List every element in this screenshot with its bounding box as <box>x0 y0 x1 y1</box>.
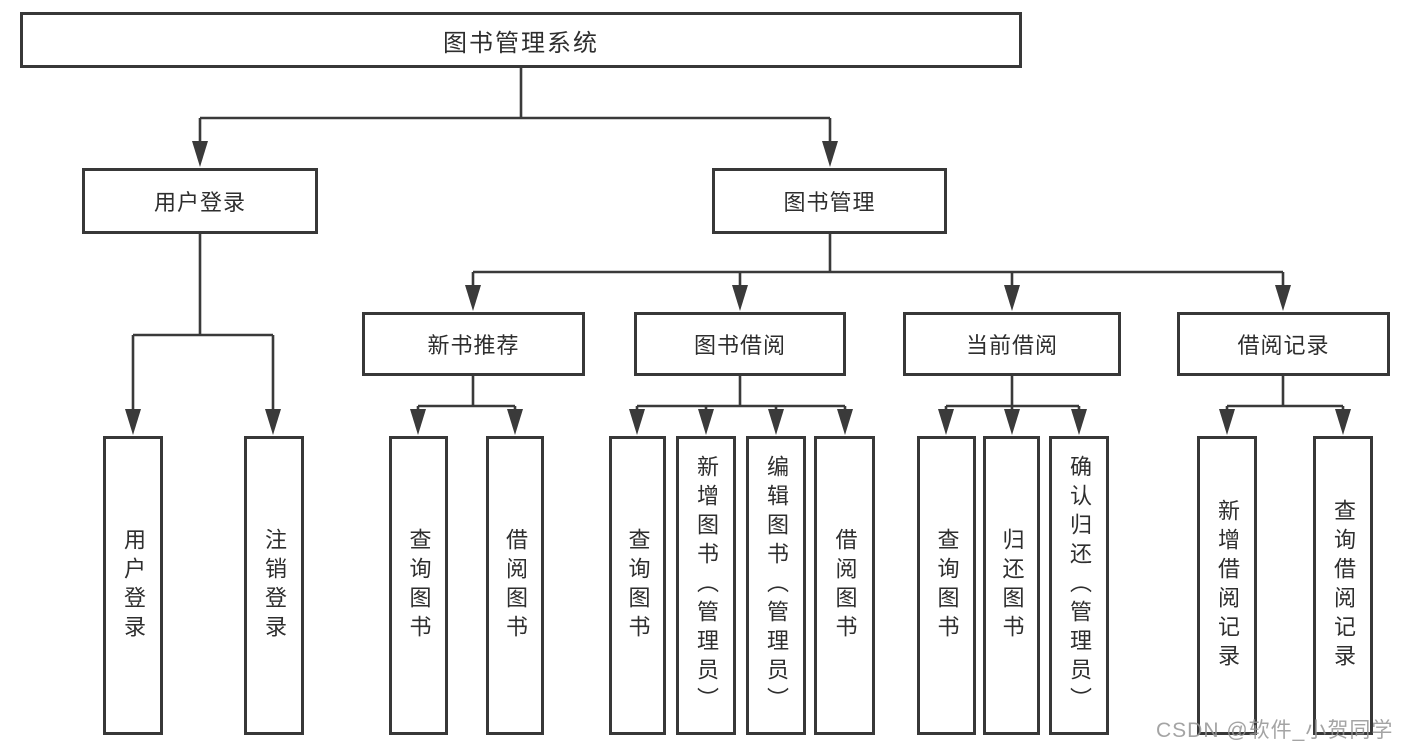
leaf-borrow-books-recommend: 借阅图书 <box>486 436 544 735</box>
leaf-logout: 注销登录 <box>244 436 304 735</box>
leaf-add-borrow-record: 新增借阅记录 <box>1197 436 1257 735</box>
node-current-borrowing: 当前借阅 <box>903 312 1121 376</box>
leaf-edit-books-admin-label: 编辑图书（管理员） <box>764 455 789 716</box>
node-new-book-recommend-label: 新书推荐 <box>427 333 520 358</box>
leaf-query-borrow-record-label: 查询借阅记录 <box>1331 498 1356 673</box>
leaf-borrow-books-label: 借阅图书 <box>832 527 858 644</box>
node-current-borrowing-label: 当前借阅 <box>965 333 1058 358</box>
node-borrowing-records: 借阅记录 <box>1177 312 1390 376</box>
node-book-borrowing: 图书借阅 <box>634 312 846 376</box>
leaf-edit-books-admin: 编辑图书（管理员） <box>746 436 806 735</box>
leaf-borrow-books: 借阅图书 <box>814 436 875 735</box>
leaf-query-borrow-record: 查询借阅记录 <box>1313 436 1373 735</box>
node-system-root-label: 图书管理系统 <box>443 29 599 57</box>
leaf-query-books-borrowing: 查询图书 <box>609 436 666 735</box>
leaf-confirm-return-admin-label: 确认归还（管理员） <box>1067 455 1092 716</box>
leaf-query-books-borrowing-label: 查询图书 <box>625 527 651 644</box>
leaf-add-borrow-record-label: 新增借阅记录 <box>1215 498 1240 673</box>
node-borrowing-records-label: 借阅记录 <box>1237 333 1330 358</box>
leaf-confirm-return-admin: 确认归还（管理员） <box>1049 436 1109 735</box>
leaf-return-books: 归还图书 <box>983 436 1040 735</box>
leaf-logout-label: 注销登录 <box>262 527 287 644</box>
node-system-root: 图书管理系统 <box>20 12 1022 68</box>
leaf-query-books-recommend-label: 查询图书 <box>406 527 432 644</box>
csdn-watermark: CSDN @软件_小贺同学 <box>1156 719 1394 742</box>
leaf-add-books-admin-label: 新增图书（管理员） <box>694 455 719 716</box>
node-book-management: 图书管理 <box>712 168 947 234</box>
node-user-login-label: 用户登录 <box>153 190 246 215</box>
node-book-borrowing-label: 图书借阅 <box>693 333 786 358</box>
leaf-query-books-current-label: 查询图书 <box>934 527 960 644</box>
leaf-query-books-recommend: 查询图书 <box>389 436 448 735</box>
leaf-user-login-label: 用户登录 <box>121 527 146 644</box>
node-user-login: 用户登录 <box>82 168 318 234</box>
leaf-add-books-admin: 新增图书（管理员） <box>676 436 736 735</box>
node-book-management-label: 图书管理 <box>783 190 876 215</box>
leaf-return-books-label: 归还图书 <box>999 527 1025 644</box>
leaf-user-login: 用户登录 <box>103 436 163 735</box>
node-new-book-recommend: 新书推荐 <box>362 312 585 376</box>
leaf-query-books-current: 查询图书 <box>917 436 976 735</box>
leaf-borrow-books-recommend-label: 借阅图书 <box>503 527 528 644</box>
